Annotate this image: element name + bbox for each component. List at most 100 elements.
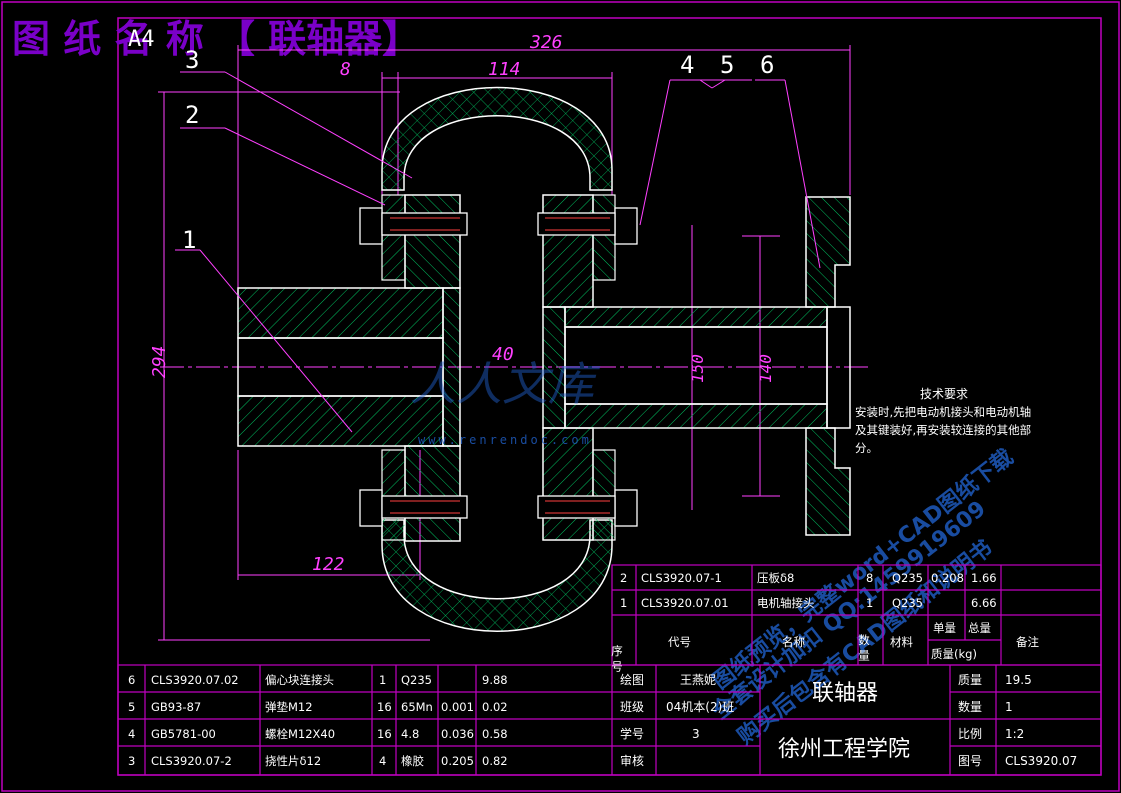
lower-cell: 0.82: [482, 754, 508, 768]
lower-cell: 16: [377, 700, 392, 714]
lower-cell: GB5781-00: [151, 727, 216, 741]
lower-cell: 4: [128, 727, 135, 741]
drawn-value: 王燕妮: [680, 673, 716, 687]
header-qty: 数量: [857, 633, 871, 665]
upper-cell: 6.66: [971, 596, 997, 610]
leader-lines: [175, 71, 821, 433]
left-flange-bottom: [404, 445, 461, 542]
upper-cell: CLS3920.07.01: [641, 596, 729, 610]
lower-cell: 偏心块连接头: [265, 673, 334, 687]
upper-table-header: 序号 代号 名称 数量 材料 单量 总量 质量(kg) 备注: [610, 621, 1039, 676]
lower-cell: 4.8: [401, 727, 419, 741]
scale-value: 1:2: [1005, 727, 1024, 741]
dim-hub-length: 122: [312, 554, 345, 575]
eccentric-block-top: [805, 196, 851, 308]
balloon-4: 4: [680, 51, 694, 79]
lower-cell: GB93-87: [151, 700, 201, 714]
class-value: 04机本(2)班: [666, 700, 734, 714]
upper-table-row: 2 CLS3920.07-1 压板δ8 8 Q235 0.208 1.66: [620, 571, 997, 585]
mass-label: 质量: [958, 673, 982, 687]
left-hub-top: [237, 287, 444, 339]
dim-hub-width: 114: [488, 59, 521, 80]
lower-cell: 螺栓M12X40: [265, 727, 335, 741]
upper-cell: 8: [866, 571, 873, 585]
left-web: [442, 287, 461, 447]
upper-cell: 1: [866, 596, 873, 610]
watermark-logo: 人人文库: [410, 357, 601, 411]
right-flange-top: [542, 194, 594, 308]
balloon-2: 2: [185, 101, 199, 129]
upper-cell: Q235: [892, 596, 923, 610]
header-unit: 单量: [933, 621, 956, 635]
dim-flange-gap: 8: [340, 59, 351, 80]
count-value: 1: [1005, 700, 1013, 714]
right-clamp-top: [592, 194, 616, 281]
lower-cell: 65Mn: [401, 700, 433, 714]
left-clamp-top: [381, 194, 406, 281]
header-total: 总量: [968, 621, 991, 635]
eccentric-block-mid: [826, 306, 851, 429]
lower-cell: 弹垫M12: [265, 700, 313, 714]
review-label: 审核: [620, 753, 644, 768]
dimension-lines: [158, 45, 851, 641]
scale-label: 比例: [958, 727, 982, 741]
lower-table-row: 5 GB93-87 弹垫M12 16 65Mn 0.001 0.02: [128, 700, 508, 714]
upper-table-row: 1 CLS3920.07.01 电机轴接头 1 Q235 6.66: [620, 596, 997, 610]
lower-cell: 挠性片δ12: [265, 754, 321, 768]
upper-cell: 0.208: [931, 571, 964, 585]
upper-cell: Q235: [892, 571, 923, 585]
lower-table-row: 3 CLS3920.07-2 挠性片δ12 4 橡胶 0.205 0.82: [128, 754, 508, 768]
dim-overall-length: 326: [529, 32, 563, 53]
upper-cell: 2: [620, 571, 627, 585]
tech-req-line-1: 安装时,先把电动机接头和电动机轴: [855, 405, 1031, 419]
lower-cell: 16: [377, 727, 392, 741]
lower-table-grid: [117, 664, 1102, 776]
class-label: 班级: [620, 700, 644, 714]
right-shaft-top: [564, 306, 828, 328]
balloon-6: 6: [760, 51, 774, 79]
id-value: 3: [692, 727, 700, 741]
dim-140: 140: [756, 354, 775, 383]
lower-cell: 0.02: [482, 700, 508, 714]
right-clamp-bottom: [592, 449, 616, 541]
count-label: 数量: [958, 699, 982, 714]
upper-cell: 压板δ8: [757, 571, 794, 585]
left-flange-top: [404, 194, 461, 289]
lower-cell: 0.001: [441, 700, 474, 714]
lower-cell: 3: [128, 754, 135, 768]
lower-cell: 0.036: [441, 727, 474, 741]
left-clamp-bottom: [381, 449, 406, 541]
lower-cell: 1: [379, 673, 386, 687]
id-label: 学号: [620, 726, 644, 741]
header-material: 材料: [890, 635, 913, 649]
drawing-no-label: 图号: [958, 754, 982, 768]
balloon-3: 3: [185, 46, 199, 74]
lower-table-row: 4 GB5781-00 螺栓M12X40 16 4.8 0.036 0.58: [128, 727, 508, 741]
bolt-threads: [390, 217, 610, 514]
right-shaft-bottom: [564, 403, 828, 429]
balloon-1: 1: [182, 226, 196, 254]
drawing-name: 联轴器: [812, 681, 878, 706]
dim-150: 150: [688, 354, 707, 383]
tech-req-title: 技术要求: [920, 387, 968, 401]
school-name: 徐州工程学院: [778, 737, 910, 762]
lower-cell: CLS3920.07-2: [151, 754, 232, 768]
flexible-tire: [381, 86, 613, 191]
lower-cell: 6: [128, 673, 135, 687]
mass-value: 19.5: [1005, 673, 1032, 687]
lower-cell: 橡胶: [401, 754, 424, 768]
dim-height: 294: [149, 345, 170, 378]
right-flange-bottom: [542, 427, 594, 541]
lower-cell: 4: [379, 754, 386, 768]
eccentric-block-bottom: [805, 427, 851, 536]
upper-cell: 1: [620, 596, 627, 610]
drawn-label: 绘图: [620, 672, 644, 687]
tech-req-line-2: 及其键装好,再安装较连接的其他部: [855, 423, 1031, 437]
title-block: 绘图 王燕妮 班级 04机本(2)班 学号 3 审核 联轴器 徐州工程学院 质量…: [620, 672, 1077, 768]
upper-cell: 电机轴接头: [757, 596, 815, 610]
header-mass: 质量(kg): [931, 647, 977, 661]
lower-table-row: 6 CLS3920.07.02 偏心块连接头 1 Q235 9.88: [128, 673, 508, 687]
header-seq: 序号: [610, 644, 624, 676]
